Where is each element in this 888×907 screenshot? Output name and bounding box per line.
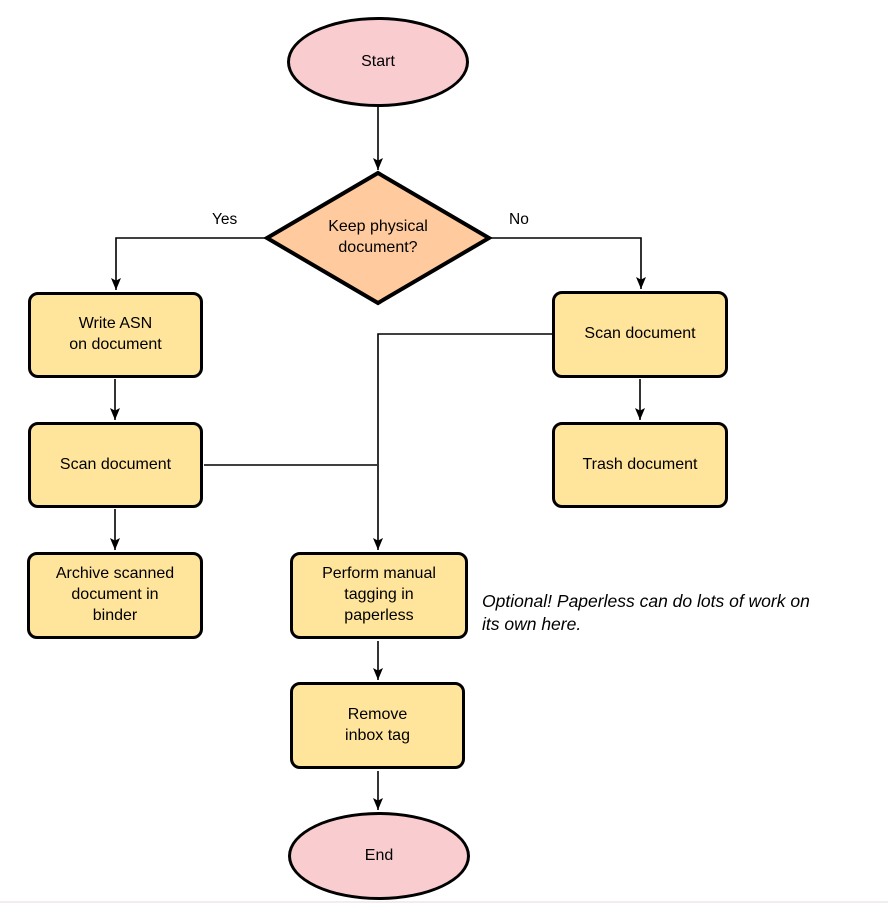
node-write-asn: Write ASN on document [28,292,203,378]
node-trash-label: Trash document [582,455,698,473]
node-decision-text: Keep physical document? [328,218,428,256]
node-start: Start [287,17,469,107]
node-remove-inbox-label: Remove inbox tag [345,705,410,744]
bottom-hairline [0,901,888,903]
node-end: End [288,812,470,900]
node-start-label: Start [361,52,395,70]
node-scan-left: Scan document [28,422,203,508]
node-scan-right-label: Scan document [584,325,696,343]
node-scan-right: Scan document [552,291,728,378]
node-perform-tagging-label: Perform manual tagging in paperless [322,565,436,624]
edge-label-no: No [509,211,529,228]
node-perform-tagging: Perform manual tagging in paperless [290,552,468,639]
edge-scanright-to-tagging [373,333,552,550]
node-write-asn-label: Write ASN on document [69,315,162,353]
optional-note: Optional! Paperless can do lots of work … [482,591,810,635]
node-end-label: End [364,846,394,864]
node-trash: Trash document [552,422,728,508]
node-decision-label: Keep physical document? [288,214,468,262]
edge-decision-yes [111,237,267,290]
node-remove-inbox: Remove inbox tag [290,682,465,769]
decision-diamond-shape [263,170,493,306]
edge-decision-no [489,237,646,289]
edge-label-yes: Yes [212,211,238,228]
node-archive: Archive scanned document in binder [27,552,203,639]
node-archive-label: Archive scanned document in binder [55,565,175,624]
node-scan-left-label: Scan document [59,455,172,473]
